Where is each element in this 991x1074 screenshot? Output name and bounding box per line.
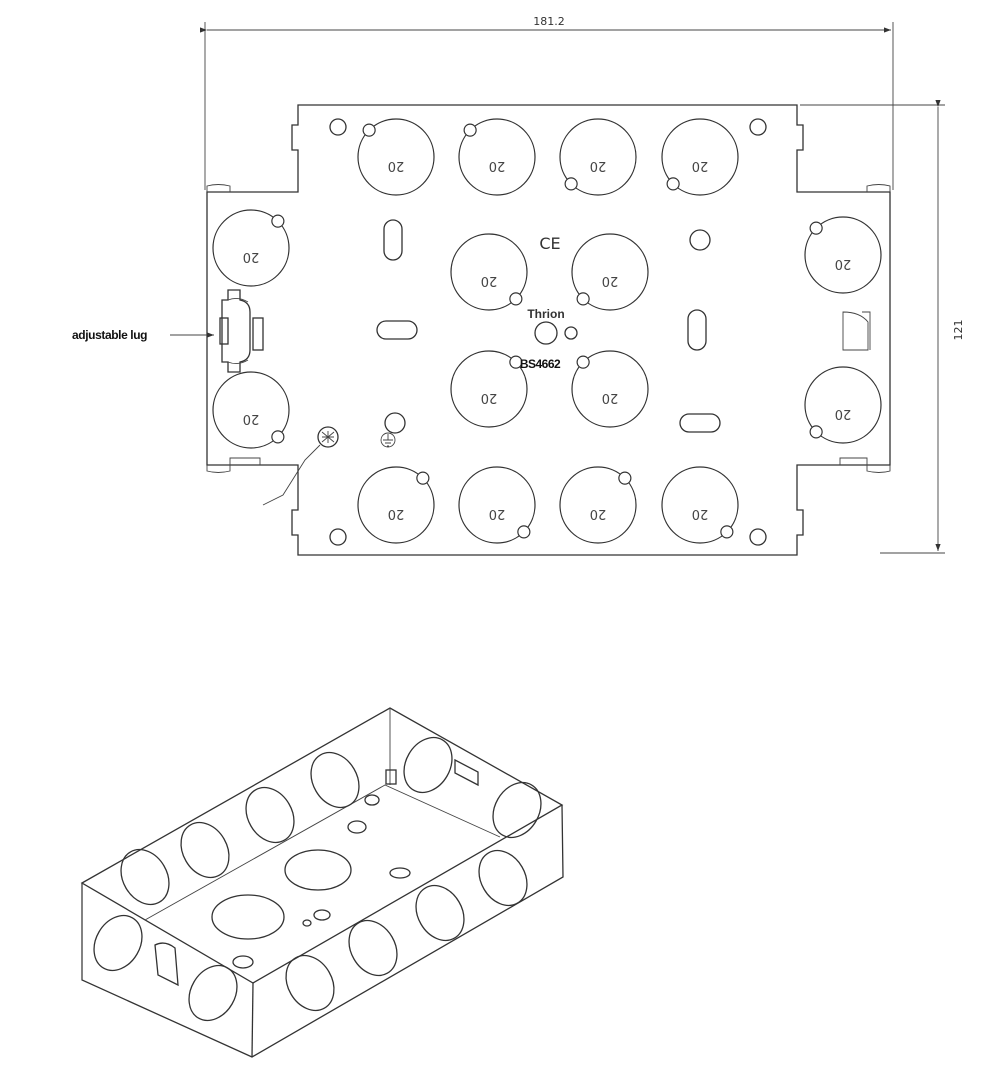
knockout: 20 (571, 350, 649, 428)
earth-symbol-icon (380, 432, 396, 448)
knockout: 20 (804, 216, 882, 294)
plate-outline (206, 104, 891, 556)
knockout-label: 20 (835, 256, 852, 271)
knockout: 20 (571, 233, 649, 311)
height-dimension-value: 121 (952, 320, 965, 341)
knockout-label: 20 (692, 158, 709, 173)
iso-knockout (285, 954, 335, 1012)
knockout: 20 (357, 466, 435, 544)
knockout-label: 20 (692, 506, 709, 521)
knockout-label: 20 (489, 158, 506, 173)
knockout: 20 (212, 371, 290, 449)
knockout: 20 (458, 466, 536, 544)
lug-slot-right (842, 311, 871, 351)
knockout-label: 20 (243, 411, 260, 426)
iso-knockout (310, 751, 360, 809)
iso-knockout (188, 964, 238, 1022)
knockout: 20 (458, 118, 536, 196)
iso-knockout (245, 786, 295, 844)
adjustable-lug (219, 289, 264, 373)
knockout: 20 (559, 118, 637, 196)
knockout: 20 (559, 466, 637, 544)
knockout-label: 20 (602, 390, 619, 405)
iso-knockout (348, 919, 398, 977)
iso-knockout (415, 884, 465, 942)
knockout-label: 20 (481, 390, 498, 405)
knockout-label: 20 (388, 506, 405, 521)
iso-knockout (120, 848, 170, 906)
knockout-label: 20 (602, 273, 619, 288)
height-dimension: 121 (800, 99, 965, 554)
knockout-label: 20 (388, 158, 405, 173)
knockout: 20 (357, 118, 435, 196)
earth-terminal-icon (262, 426, 339, 506)
ce-mark: CE (539, 234, 560, 253)
fixing-holes (329, 118, 767, 546)
standard-mark: BS4662 (520, 357, 561, 371)
isometric-view-drawing (80, 707, 564, 1058)
iso-knockout (403, 736, 453, 794)
knockout: 20 (212, 209, 290, 287)
knockout: 20 (804, 366, 882, 444)
iso-knockout (93, 914, 143, 972)
knockout-label: 20 (590, 158, 607, 173)
knockout-label: 20 (590, 506, 607, 521)
adjustable-lug-label: adjustable lug (72, 328, 147, 342)
brand-logo: Thrion (527, 307, 564, 321)
knockout-label: 20 (835, 406, 852, 421)
iso-knockout (180, 821, 230, 879)
knockout-label: 20 (489, 506, 506, 521)
iso-knockout (478, 849, 528, 907)
knockouts: 20 20 20 20 20 20 20 20 20 20 20 20 20 20 20 20 (212, 118, 882, 544)
width-dimension-value: 181.2 (533, 15, 565, 28)
iso-knockout (492, 781, 542, 839)
knockout: 20 (450, 350, 528, 428)
knockout-label: 20 (481, 273, 498, 288)
knockout: 20 (450, 233, 528, 311)
knockout: 20 (661, 466, 739, 544)
knockout-label: 20 (243, 249, 260, 264)
knockout: 20 (661, 118, 739, 196)
width-dimension: 181.2 (199, 15, 894, 190)
